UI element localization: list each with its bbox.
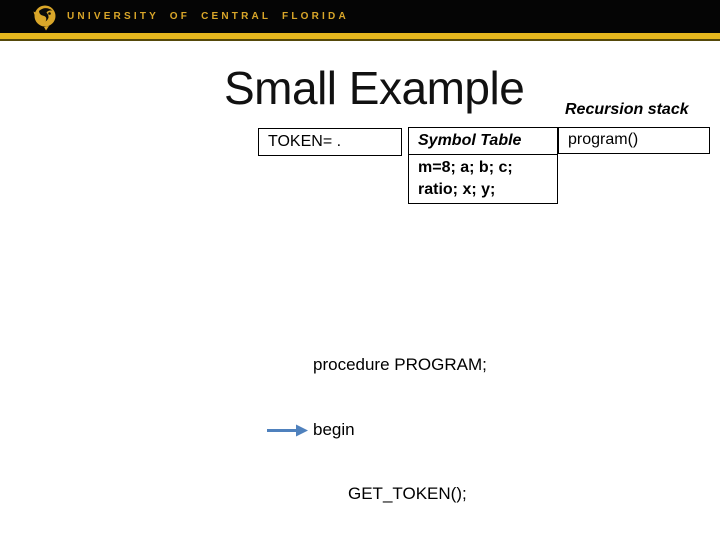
code-line: GET_TOKEN(); bbox=[348, 484, 467, 503]
code-line: procedure PROGRAM; bbox=[313, 355, 487, 374]
symbol-table-header: Symbol Table bbox=[408, 127, 558, 156]
token-box: TOKEN= . bbox=[258, 128, 402, 156]
code-block: procedure PROGRAM; begin GET_TOKEN(); BL… bbox=[313, 311, 585, 540]
slide-title: Small Example bbox=[224, 62, 525, 114]
symbol-table-line: m=8; a; b; c; bbox=[418, 159, 513, 176]
ucf-banner: UNIVERSITY OF CENTRAL FLORIDA bbox=[0, 0, 720, 33]
ucf-pegasus-logo-icon bbox=[33, 5, 56, 31]
recursion-stack-label: Recursion stack bbox=[565, 101, 689, 118]
code-line: begin bbox=[313, 419, 355, 439]
university-name: UNIVERSITY OF CENTRAL FLORIDA bbox=[67, 11, 349, 22]
stack-frame-program: program() bbox=[558, 127, 710, 154]
symbol-table-line: ratio; x; y; bbox=[418, 181, 496, 198]
symbol-table-contents: m=8; a; b; c; ratio; x; y; bbox=[408, 154, 558, 204]
gold-stripe bbox=[0, 33, 720, 41]
current-line-arrow-icon bbox=[267, 424, 308, 437]
